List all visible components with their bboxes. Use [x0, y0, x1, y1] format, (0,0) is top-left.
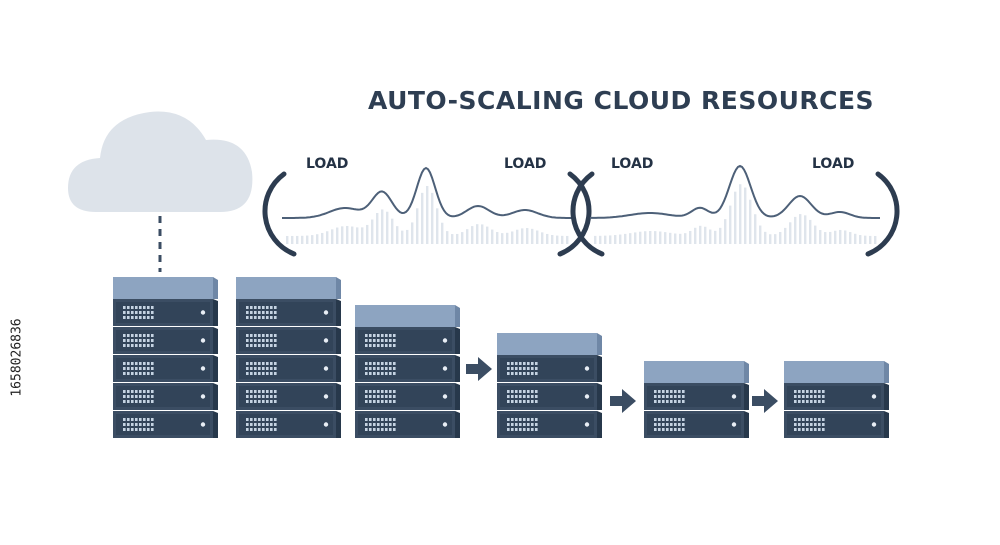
vent-grid — [365, 418, 396, 431]
load-gauge-left — [262, 166, 592, 257]
server-stack-4 — [497, 333, 602, 438]
vent-grid — [507, 390, 538, 403]
status-led-icon — [323, 422, 329, 427]
status-led-icon — [584, 422, 590, 427]
vent-grid — [365, 362, 396, 375]
server-stack-5 — [644, 361, 749, 438]
vent-grid — [246, 362, 277, 375]
status-led-icon — [442, 422, 448, 427]
server-stack-1 — [113, 277, 218, 438]
gauge-bracket-left — [262, 171, 297, 257]
server-unit — [113, 411, 218, 438]
load-label-right-gauge-start: LOAD — [611, 156, 654, 172]
vent-grid — [246, 334, 277, 347]
scale-down-arrow-3 — [752, 389, 778, 413]
gauge-bracket-right — [865, 171, 900, 257]
status-led-icon — [731, 394, 737, 399]
server-cap — [236, 277, 336, 299]
server-unit — [113, 327, 218, 354]
server-stack-6 — [784, 361, 889, 438]
server-cap — [644, 361, 744, 383]
server-unit — [644, 383, 749, 410]
page-title: AUTO-SCALING CLOUD RESOURCES — [368, 86, 875, 115]
server-cap — [784, 361, 884, 383]
side-image-id: 1658026836 — [9, 318, 25, 397]
server-unit — [784, 383, 889, 410]
server-unit — [236, 299, 341, 326]
status-led-icon — [731, 422, 737, 427]
vent-grid — [123, 362, 154, 375]
scale-down-arrow-1 — [466, 357, 492, 381]
server-unit — [355, 355, 460, 382]
cloud-icon — [68, 111, 253, 212]
server-unit — [355, 383, 460, 410]
vent-grid — [507, 362, 538, 375]
server-stacks — [113, 277, 889, 438]
server-unit — [113, 355, 218, 382]
status-led-icon — [200, 394, 206, 399]
status-led-icon — [323, 310, 329, 315]
load-wave-line — [590, 164, 880, 219]
status-led-icon — [323, 338, 329, 343]
vent-grid — [123, 390, 154, 403]
status-led-icon — [323, 366, 329, 371]
load-bars — [286, 185, 569, 244]
gauge-bracket-left — [570, 171, 605, 257]
gauge-bracket-right — [557, 171, 592, 257]
status-led-icon — [442, 338, 448, 343]
load-bars — [594, 184, 877, 244]
server-unit — [113, 383, 218, 410]
status-led-icon — [584, 394, 590, 399]
server-unit — [236, 411, 341, 438]
server-unit — [355, 411, 460, 438]
status-led-icon — [442, 394, 448, 399]
vent-grid — [365, 390, 396, 403]
vent-grid — [654, 390, 685, 403]
vent-grid — [246, 390, 277, 403]
load-label-left-gauge-end: LOAD — [504, 156, 547, 172]
server-unit — [784, 411, 889, 438]
vent-grid — [794, 418, 825, 431]
server-unit — [236, 355, 341, 382]
status-led-icon — [200, 310, 206, 315]
server-unit — [355, 327, 460, 354]
status-led-icon — [200, 338, 206, 343]
vent-grid — [123, 306, 154, 319]
status-led-icon — [871, 422, 877, 427]
status-led-icon — [200, 366, 206, 371]
vent-grid — [246, 418, 277, 431]
vent-grid — [654, 418, 685, 431]
server-unit — [497, 411, 602, 438]
server-stack-2 — [236, 277, 341, 438]
server-stack-3 — [355, 305, 460, 438]
load-wave-line — [282, 166, 572, 219]
status-led-icon — [442, 366, 448, 371]
status-led-icon — [323, 394, 329, 399]
status-led-icon — [200, 422, 206, 427]
scale-down-arrow-2 — [610, 389, 636, 413]
server-unit — [236, 383, 341, 410]
load-label-left-gauge-start: LOAD — [306, 156, 349, 172]
vent-grid — [365, 334, 396, 347]
server-unit — [497, 355, 602, 382]
vent-grid — [507, 418, 538, 431]
load-label-right-gauge-end: LOAD — [812, 156, 855, 172]
vent-grid — [123, 334, 154, 347]
server-cap — [113, 277, 213, 299]
vent-grid — [246, 306, 277, 319]
status-led-icon — [871, 394, 877, 399]
vent-grid — [794, 390, 825, 403]
server-unit — [644, 411, 749, 438]
status-led-icon — [584, 366, 590, 371]
server-cap — [355, 305, 455, 327]
server-unit — [236, 327, 341, 354]
vent-grid — [123, 418, 154, 431]
server-unit — [113, 299, 218, 326]
server-cap — [497, 333, 597, 355]
server-unit — [497, 383, 602, 410]
load-gauge-right — [570, 164, 900, 257]
